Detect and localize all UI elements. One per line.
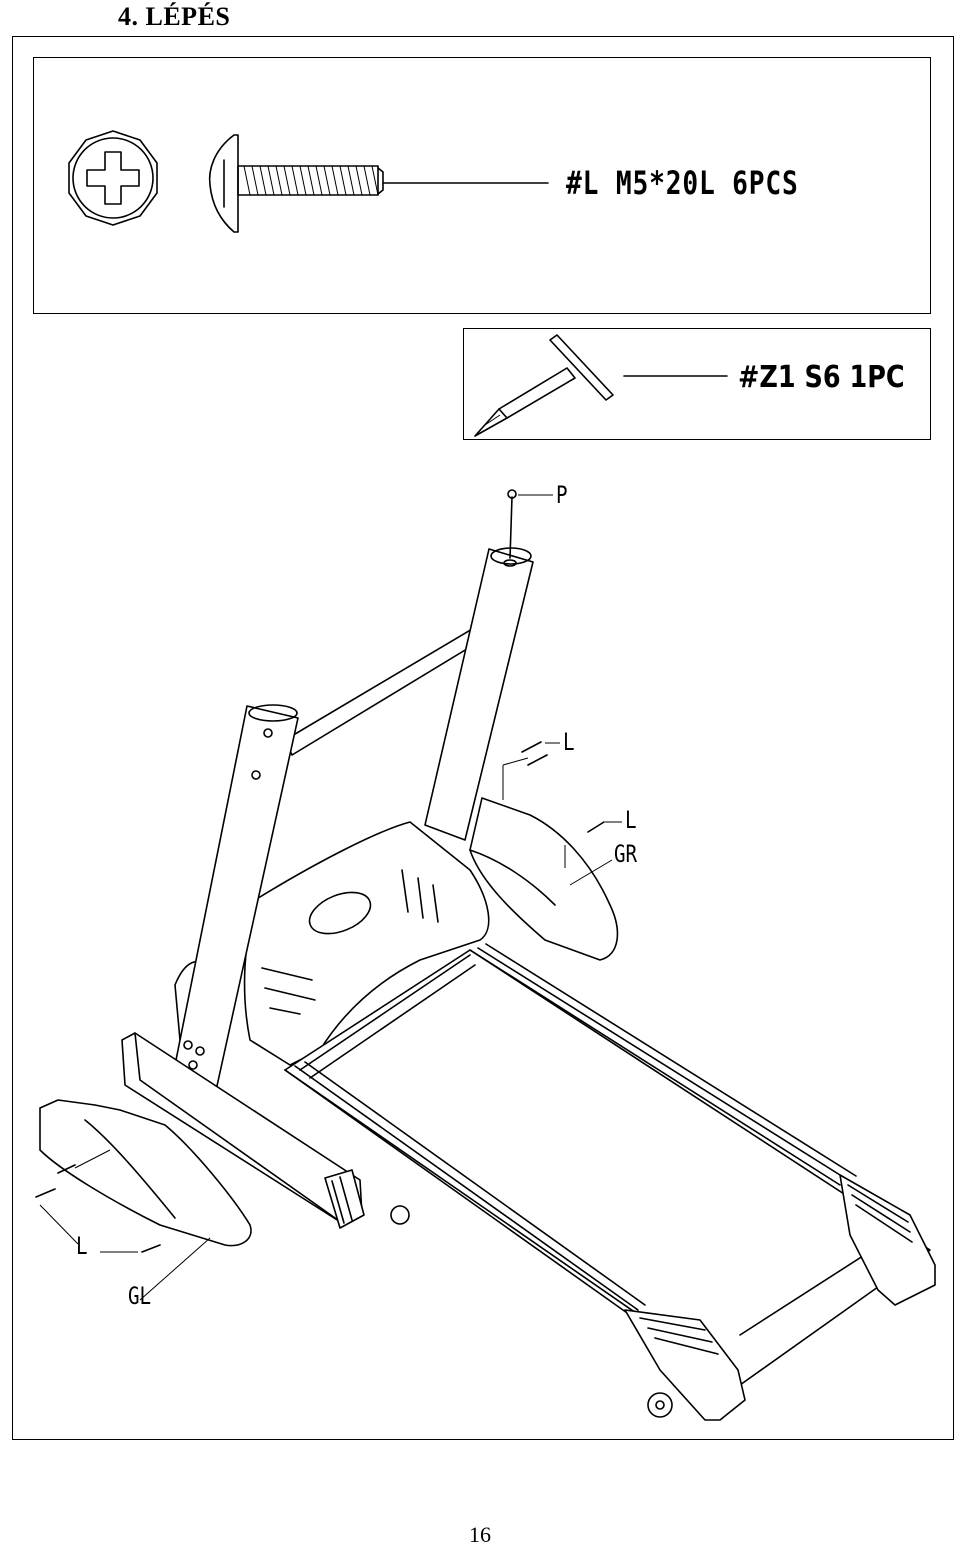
treadmill-diagram [35,489,936,1421]
callout-l-upper: L [563,728,575,756]
callout-p: P [556,481,568,509]
t-wrench-icon [474,334,728,437]
tool-box [463,328,931,440]
parts-box [33,57,931,314]
part-label-l: #L M5*20L 6PCS [566,164,799,202]
page-number: 16 [469,1522,491,1547]
bolt-icon [208,134,549,233]
step-title: 4. LÉPÉS [118,2,231,31]
callout-gr: GR [614,840,638,868]
callout-l-mid: L [625,806,637,834]
diagram-frame [12,36,954,1440]
callout-l-lower: L [76,1232,88,1260]
callout-gl: GL [128,1282,152,1310]
tool-label-z1: #Z1 S6 1PC [738,360,905,395]
phillips-screw-head-icon [68,130,158,226]
